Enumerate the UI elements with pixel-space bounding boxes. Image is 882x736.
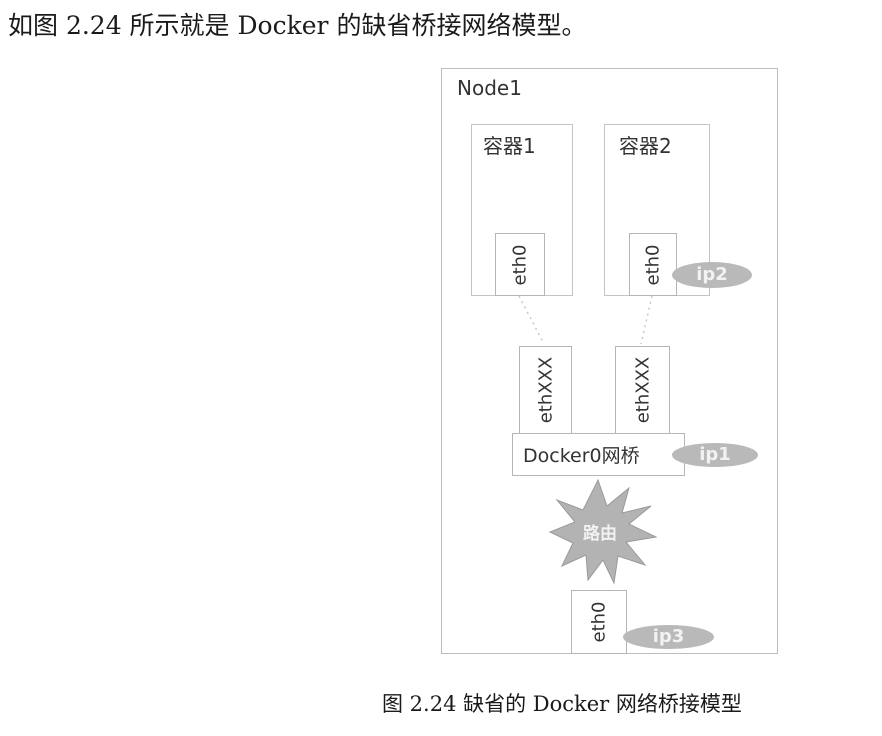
container-2-label: 容器2 — [619, 134, 672, 158]
ip2-badge: ip2 — [672, 262, 752, 288]
router-label: 路由 — [583, 523, 617, 544]
router-starburst-icon — [548, 478, 658, 585]
link-container-2-to-veth-2 — [640, 295, 653, 345]
docker0-bridge-box: Docker0网桥 — [512, 433, 685, 476]
docker0-bridge-label: Docker0网桥 — [523, 445, 640, 467]
intro-sentence: 如图 2.24 所示就是 Docker 的缺省桥接网络模型。 — [8, 11, 587, 40]
host-eth0-label: eth0 — [588, 601, 610, 643]
container-1-eth0-box: eth0 — [495, 233, 545, 296]
veth-1-box: ethXXX — [519, 346, 572, 434]
figure-caption: 图 2.24 缺省的 Docker 网络桥接模型 — [382, 692, 742, 716]
container-1-label: 容器1 — [483, 134, 536, 158]
veth-2-box: ethXXX — [615, 346, 670, 434]
link-container-1-to-veth-1 — [518, 295, 545, 345]
ip3-badge: ip3 — [623, 625, 714, 649]
ip1-badge: ip1 — [672, 443, 758, 467]
host-eth0-box: eth0 — [571, 590, 627, 654]
container-2-eth0-box: eth0 — [629, 233, 677, 296]
node-label: Node1 — [457, 76, 522, 100]
